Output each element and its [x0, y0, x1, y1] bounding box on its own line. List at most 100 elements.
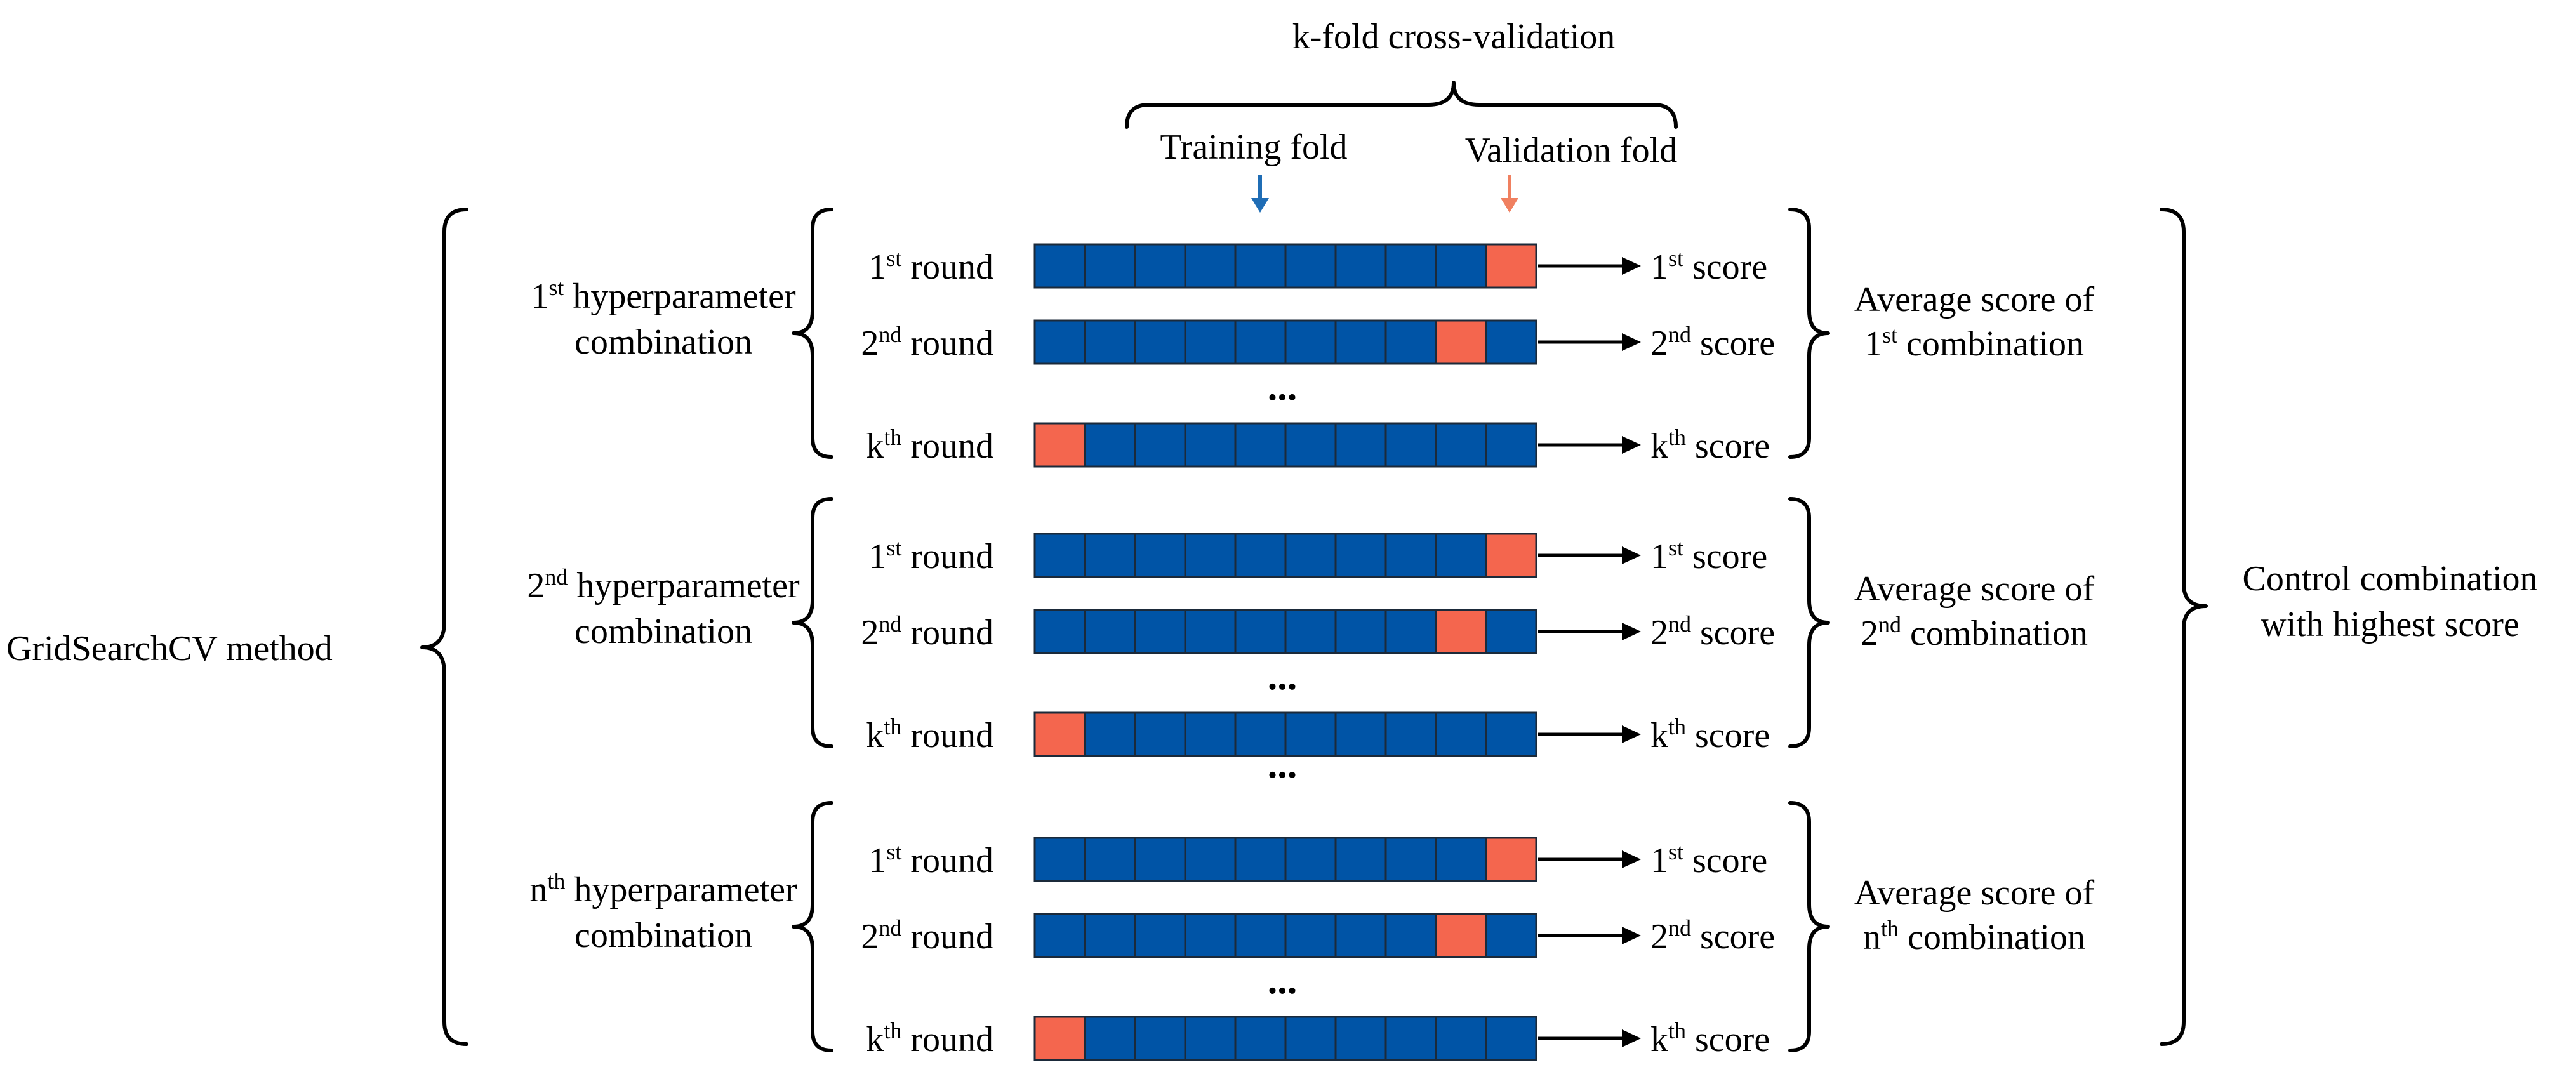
training-fold-cell — [1234, 422, 1287, 468]
score-arrow-icon — [1538, 436, 1641, 454]
training-fold-cell — [1234, 319, 1287, 365]
training-fold-cell — [1485, 319, 1537, 365]
score-label: kth score — [1650, 425, 1770, 466]
training-fold-cell — [1134, 319, 1186, 365]
training-fold-cell — [1084, 533, 1136, 578]
training-fold-cell — [1184, 243, 1237, 289]
fold-bar — [1033, 837, 1537, 882]
training-fold-cell — [1435, 533, 1487, 578]
validation-fold-cell — [1033, 711, 1086, 757]
validation-fold-cell — [1485, 837, 1537, 882]
training-fold-cell — [1435, 1016, 1487, 1061]
score-arrow-icon — [1538, 1029, 1641, 1047]
combination-label: 2nd hyperparameter — [527, 564, 800, 605]
training-fold-cell — [1485, 1016, 1537, 1061]
training-fold-cell — [1284, 422, 1337, 468]
training-fold-cell — [1084, 837, 1136, 882]
training-fold-cell — [1084, 913, 1136, 958]
training-fold-cell — [1384, 837, 1437, 882]
validation-fold-cell — [1033, 1016, 1086, 1061]
score-label: 1st score — [1650, 246, 1767, 287]
training-fold-cell — [1184, 1016, 1237, 1061]
training-fold-cell — [1234, 711, 1287, 757]
combination-label-line2: combination — [574, 916, 752, 955]
training-fold-cell — [1284, 609, 1337, 654]
score-label: 1st score — [1650, 535, 1767, 576]
training-fold-cell — [1234, 913, 1287, 958]
training-fold-cell — [1334, 1016, 1387, 1061]
training-fold-cell — [1084, 319, 1136, 365]
training-fold-cell — [1284, 533, 1337, 578]
training-fold-cell — [1284, 837, 1337, 882]
round-label: 2nd round — [861, 915, 993, 956]
training-fold-cell — [1334, 913, 1387, 958]
training-fold-cell — [1284, 913, 1337, 958]
training-fold-cell — [1033, 533, 1086, 578]
training-fold-cell — [1435, 837, 1487, 882]
training-fold-cell — [1234, 837, 1287, 882]
training-fold-cell — [1384, 711, 1437, 757]
training-fold-cell — [1184, 609, 1237, 654]
final-brace — [2160, 208, 2208, 1046]
diagram-title: k-fold cross-validation — [1292, 17, 1616, 56]
training-fold-cell — [1334, 533, 1387, 578]
combination-brace — [792, 801, 833, 1052]
validation-fold-cell — [1485, 243, 1537, 289]
round-label: 2nd round — [861, 322, 993, 363]
training-fold-cell — [1084, 711, 1136, 757]
round-label: kth round — [866, 1018, 993, 1059]
training-fold-cell — [1384, 609, 1437, 654]
score-arrow-icon — [1538, 623, 1641, 640]
score-brace — [1788, 497, 1830, 748]
training-fold-cell — [1033, 913, 1086, 958]
training-fold-cell — [1284, 711, 1337, 757]
training-fold-cell — [1184, 533, 1237, 578]
training-fold-cell — [1134, 711, 1186, 757]
round-label: 2nd round — [861, 611, 993, 652]
training-fold-cell — [1384, 319, 1437, 365]
rounds-ellipsis: ... — [1268, 655, 1298, 698]
validation-fold-cell — [1485, 533, 1537, 578]
combination-brace — [792, 497, 833, 748]
training-fold-cell — [1284, 1016, 1337, 1061]
average-score-label: Average score of — [1854, 569, 2095, 609]
score-arrow-icon — [1538, 927, 1641, 944]
training-fold-label: Training fold — [1160, 128, 1347, 167]
training-fold-cell — [1334, 609, 1387, 654]
combination-label-line2: combination — [574, 322, 752, 362]
validation-fold-cell — [1435, 609, 1487, 654]
training-fold-cell — [1234, 243, 1287, 289]
score-label: 2nd score — [1650, 915, 1775, 956]
fold-bar — [1033, 1016, 1537, 1061]
training-fold-cell — [1033, 243, 1086, 289]
training-fold-cell — [1284, 319, 1337, 365]
validation-fold-label: Validation fold — [1465, 131, 1677, 170]
training-fold-cell — [1184, 711, 1237, 757]
training-fold-cell — [1184, 913, 1237, 958]
score-brace — [1788, 801, 1830, 1052]
training-fold-cell — [1084, 1016, 1136, 1061]
average-score-label: Average score of — [1854, 873, 2095, 913]
training-fold-cell — [1384, 422, 1437, 468]
training-fold-cell — [1184, 837, 1237, 882]
training-fold-cell — [1485, 711, 1537, 757]
fold-bar — [1033, 319, 1537, 365]
training-fold-cell — [1184, 422, 1237, 468]
training-fold-cell — [1334, 837, 1387, 882]
training-fold-cell — [1334, 319, 1387, 365]
method-label: GridSearchCV method — [6, 629, 333, 668]
round-label: 1st round — [868, 839, 993, 880]
training-fold-cell — [1084, 609, 1136, 654]
training-fold-cell — [1033, 609, 1086, 654]
training-fold-cell — [1435, 243, 1487, 289]
training-fold-cell — [1134, 243, 1186, 289]
training-fold-cell — [1033, 837, 1086, 882]
